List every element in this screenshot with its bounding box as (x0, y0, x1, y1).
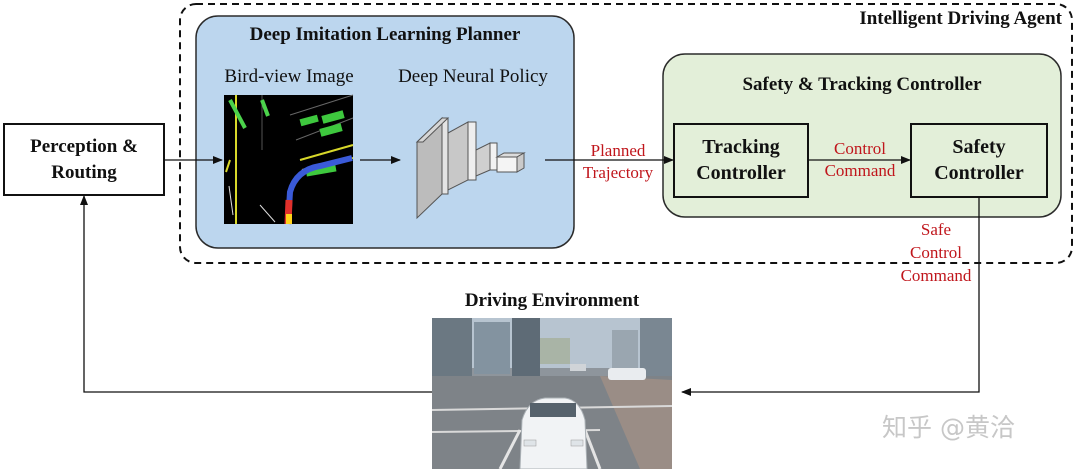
controller-title: Safety & Tracking Controller (742, 74, 982, 95)
tracking-line1: Tracking (702, 136, 780, 158)
safety-controller-label: Safety Controller (911, 134, 1047, 186)
perception-line1: Perception & (30, 136, 138, 157)
safety-line2: Controller (934, 162, 1024, 184)
agent-label: Intelligent Driving Agent (859, 8, 1062, 29)
driving-environment-image (431, 318, 673, 469)
safety-line1: Safety (952, 136, 1006, 158)
planner-title: Deep Imitation Learning Planner (249, 24, 521, 45)
tracking-line2: Controller (696, 162, 786, 184)
bird-view-image (224, 94, 354, 225)
watermark: 知乎 @黄洽 (882, 413, 1015, 442)
agent-boundary (179, 3, 1073, 264)
perception-routing-label: Perception & Routing (4, 134, 164, 186)
planned-trajectory-label: Planned Trajectory (572, 140, 664, 184)
safe-control-command-label: Safe Control Command (888, 218, 984, 287)
environment-title: Driving Environment (464, 290, 640, 311)
perception-line2: Routing (51, 162, 117, 183)
bird-view-label: Bird-view Image (224, 66, 354, 87)
arrow-environment-to-perception (80, 195, 432, 393)
planned-line2: Trajectory (582, 163, 654, 182)
control-cmd-line2: Command (824, 161, 896, 180)
tracking-controller-label: Tracking Controller (674, 134, 808, 186)
safe-cmd-line3: Command (900, 266, 972, 285)
planned-line1: Planned (590, 141, 646, 160)
neural-policy-icon (415, 116, 526, 220)
safe-cmd-line1: Safe (920, 220, 952, 239)
safety-controller-box (910, 123, 1048, 198)
control-cmd-line1: Control (834, 139, 886, 158)
safe-cmd-line2: Control (910, 243, 962, 262)
arrow-safety-to-environment (681, 197, 980, 396)
control-command-label: Control Command (812, 138, 908, 182)
tracking-controller-box (673, 123, 809, 198)
policy-label: Deep Neural Policy (398, 66, 548, 87)
